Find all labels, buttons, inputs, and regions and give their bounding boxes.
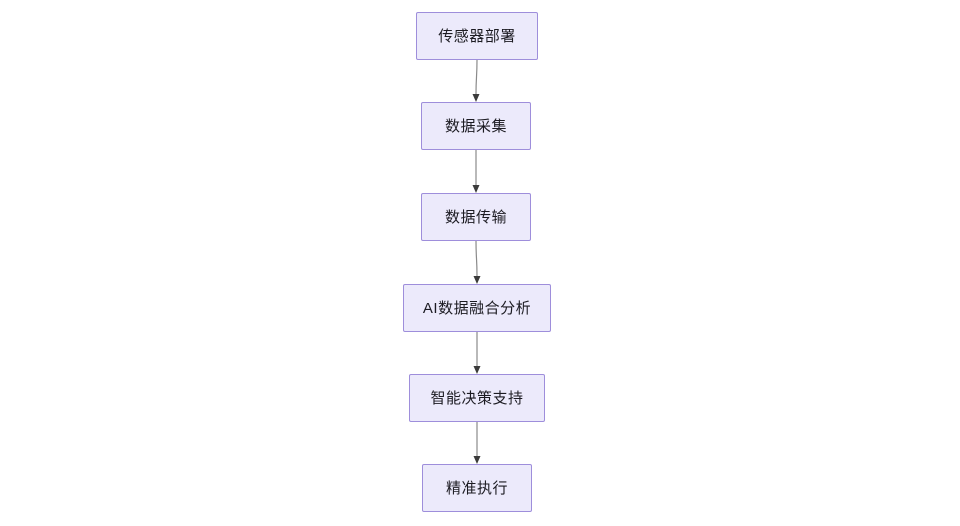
flow-edge-arrowhead bbox=[473, 456, 481, 464]
flow-node-precise-execution[interactable]: 精准执行 bbox=[422, 464, 532, 512]
flow-node-sensor-deployment[interactable]: 传感器部署 bbox=[416, 12, 538, 60]
flow-node-label: 数据传输 bbox=[444, 208, 507, 226]
flow-node-label: 传感器部署 bbox=[438, 27, 516, 45]
flow-node-label: 数据采集 bbox=[444, 117, 507, 135]
flow-edge-arrowhead bbox=[472, 94, 480, 102]
flow-edge-arrowhead bbox=[473, 276, 481, 284]
flow-node-data-collection[interactable]: 数据采集 bbox=[421, 102, 531, 150]
flow-edge-line bbox=[475, 240, 478, 277]
flow-node-label: 精准执行 bbox=[445, 479, 508, 497]
flow-edge-line bbox=[475, 59, 478, 95]
flow-node-ai-data-fusion-analysis[interactable]: AI数据融合分析 bbox=[403, 284, 551, 332]
flow-node-intelligent-decision-support[interactable]: 智能决策支持 bbox=[409, 374, 545, 422]
flow-node-label: AI数据融合分析 bbox=[422, 299, 532, 317]
flow-node-label: 智能决策支持 bbox=[430, 389, 524, 407]
flow-node-data-transmission[interactable]: 数据传输 bbox=[421, 193, 531, 241]
flow-edge-arrowhead bbox=[472, 185, 480, 193]
flow-edge-arrowhead bbox=[473, 366, 481, 374]
